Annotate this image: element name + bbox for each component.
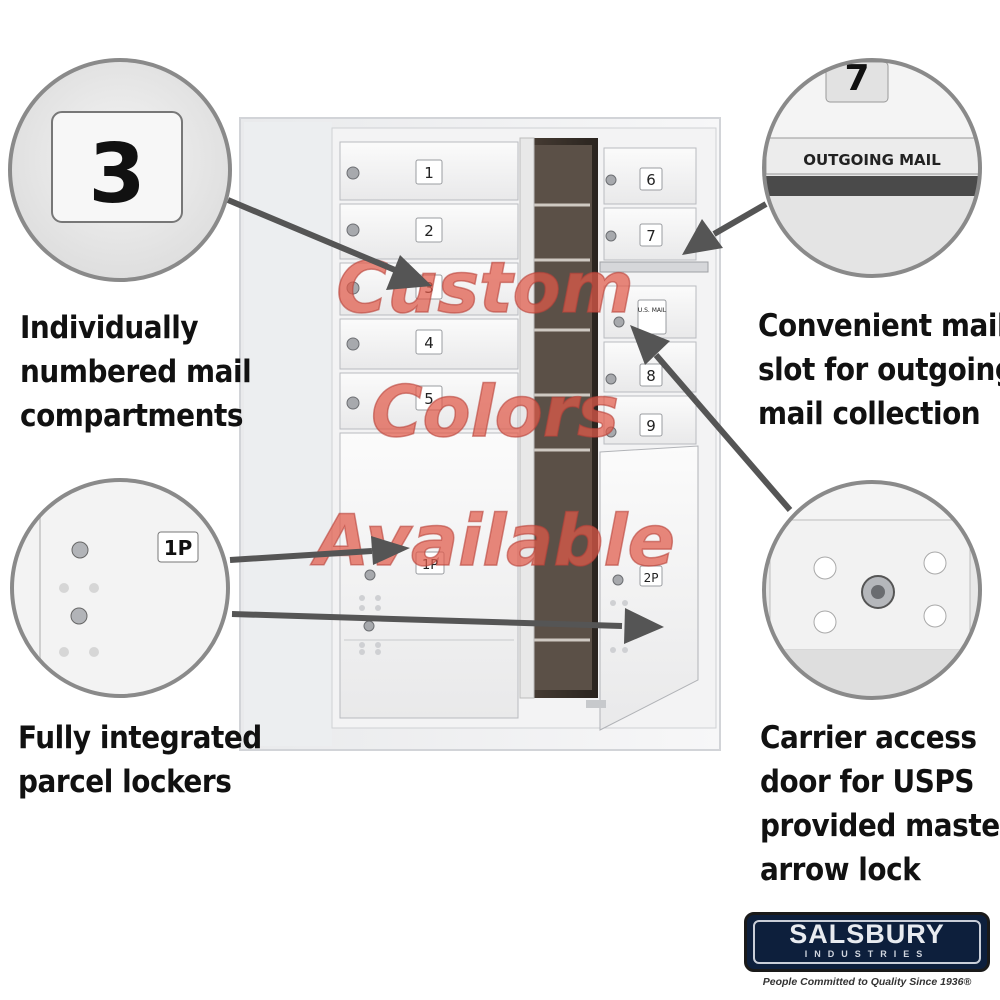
logo-border (753, 920, 981, 964)
watermark-line-3: Available (310, 500, 675, 582)
caption-carrier-access: Carrier access door for USPS provided ma… (760, 716, 1000, 892)
zoom-circle-outgoing: OUTGOING MAIL 7 (762, 58, 982, 278)
door-number-9: 9 (646, 417, 656, 435)
zoom-parcel-label: 1P (164, 536, 193, 560)
caption-line: parcel lockers (18, 764, 232, 800)
brand-tagline: People Committed to Quality Since 1936® (762, 976, 972, 988)
parcel-number-1p: 1P (422, 558, 438, 573)
door-number-2: 2 (424, 222, 434, 240)
zoom-number-7: 7 (844, 58, 869, 99)
logo-name: SALSBURY (789, 919, 945, 949)
door-number-8: 8 (646, 367, 656, 385)
zoom-circle-carrier-lock (762, 480, 982, 700)
left-door-column (339, 141, 519, 719)
door-numbers: 1 2 3 4 5 6 7 8 9 1P 2P U.S. MAIL (422, 164, 667, 585)
zoom-circle-parcel: 1P (10, 478, 230, 698)
logo-sub: INDUSTRIES (804, 949, 930, 959)
caption-line: door for USPS (760, 764, 975, 800)
caption-line: provided master (760, 808, 1000, 844)
callout-arrows (226, 197, 793, 644)
zoom-number-3: 3 (88, 127, 145, 222)
caption-line: slot for outgoing (758, 352, 1000, 388)
zoom-circle-number: 3 (8, 58, 232, 282)
caption-individually-numbered: Individually numbered mail compartments (20, 306, 252, 438)
door-number-1: 1 (424, 164, 434, 182)
door-number-6: 6 (646, 171, 656, 189)
custom-colors-watermark: Custom Colors Available (309, 246, 676, 583)
door-number-7: 7 (646, 227, 656, 245)
caption-line: mail collection (758, 396, 981, 432)
open-interior (519, 137, 598, 699)
caption-line: Individually (20, 310, 199, 346)
caption-parcel-lockers: Fully integrated parcel lockers (18, 716, 262, 804)
parcel-number-2p: 2P (644, 571, 659, 585)
watermark-line-2: Colors (371, 371, 619, 453)
usmail-label: U.S. MAIL (638, 307, 667, 314)
outgoing-mail-label: OUTGOING MAIL (803, 151, 941, 169)
caption-line: Convenient mail (758, 308, 1000, 344)
door-number-5: 5 (424, 390, 434, 408)
caption-line: compartments (20, 398, 244, 434)
salsbury-logo: SALSBURY INDUSTRIES (744, 912, 990, 972)
caption-line: numbered mail (20, 354, 252, 390)
caption-line: arrow lock (760, 852, 921, 888)
caption-line: Carrier access (760, 720, 977, 756)
watermark-line-1: Custom (336, 247, 633, 329)
door-number-4: 4 (424, 334, 434, 352)
caption-line: Fully integrated (18, 720, 262, 756)
caption-outgoing-slot: Convenient mail slot for outgoing mail c… (758, 304, 1000, 436)
door-number-3: 3 (424, 279, 434, 297)
